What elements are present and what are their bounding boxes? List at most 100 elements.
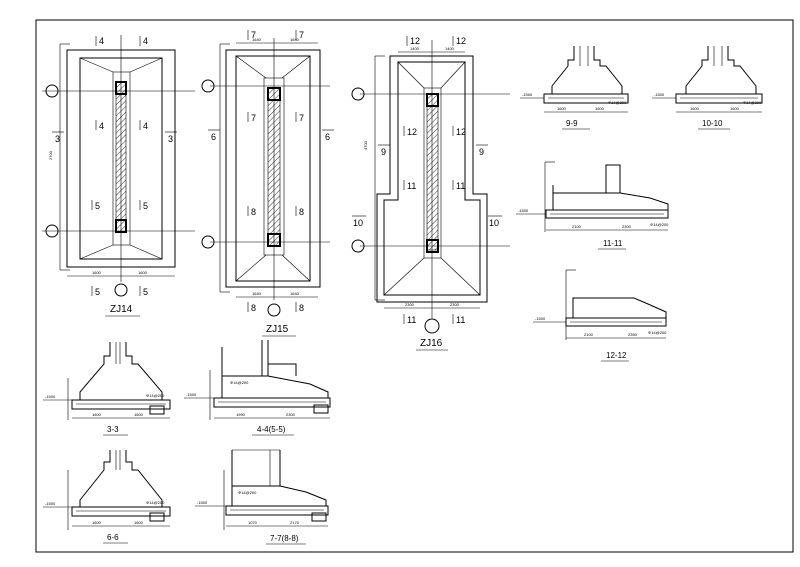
dim-text: 1600 <box>730 106 740 111</box>
cut-label: 12 <box>456 127 466 137</box>
cut-label: 6 <box>211 132 216 142</box>
cut-label: 9 <box>479 147 484 157</box>
dim-text: 1070 <box>248 520 258 525</box>
elevation-text: -1500 <box>45 394 56 399</box>
dim-text: 1600 <box>690 106 700 111</box>
cut-label: 7 <box>251 113 256 123</box>
section-4-4: -1500 Φ14@200 1990 2300 4-4(5-5) <box>184 340 331 436</box>
dim-text: 1990 <box>236 412 246 417</box>
column-hatch <box>426 93 439 251</box>
cut-label: 8 <box>299 303 304 313</box>
section-title: 6-6 <box>107 533 119 542</box>
section-3-3: -1500 Φ14@200 1600 1600 3-3 <box>43 342 171 436</box>
cut-label: 6 <box>325 132 330 142</box>
cut-label: 11 <box>456 181 465 191</box>
dim-text: 1640 <box>252 37 262 42</box>
dim-text: 2350 <box>628 332 638 337</box>
dim-text: 2100 <box>584 332 594 337</box>
axis-bubble <box>45 84 59 98</box>
elevation-text: -1500 <box>518 208 529 213</box>
section-12-12: -1500 Φ14@200 2100 2350 12-12 <box>533 269 667 362</box>
axis-bubble <box>201 79 215 93</box>
section-10-10: -1500 Φ14@200 1600 1600 10-10 <box>652 46 763 130</box>
section-7-7: -1500 Φ14@200 1070 2170 7-7(8-8) <box>195 449 329 545</box>
section-9-9: -1500 Φ14@200 1600 1600 9-9 <box>520 46 629 130</box>
elevation-text: -1500 <box>654 92 665 97</box>
section-title: 11-11 <box>603 239 623 248</box>
dim-text: 1600 <box>595 106 605 111</box>
dim-text: 1600 <box>92 520 102 525</box>
cut-label: 9 <box>381 147 386 157</box>
elevation-text: -1500 <box>197 500 208 505</box>
dim-text: 1600 <box>138 270 148 275</box>
dim-text: 1600 <box>557 106 567 111</box>
cut-label: 7 <box>299 113 304 123</box>
dim-text: 2300 <box>450 302 460 307</box>
cut-label: 7 <box>251 30 256 40</box>
cut-label: 5 <box>95 287 100 297</box>
plan-title: ZJ15 <box>266 324 289 335</box>
rebar-note: Φ14@200 <box>743 100 762 105</box>
cut-label: 3 <box>55 134 60 144</box>
dim-text: 1640 <box>290 37 300 42</box>
cut-label: 4 <box>99 36 104 46</box>
plan-zj16: 4700 1400 1400 12 12 12 12 11 11 11 <box>351 36 510 351</box>
plan-title: ZJ14 <box>110 304 133 315</box>
axis-bubble <box>424 318 440 334</box>
dim-text: 1600 <box>92 412 102 417</box>
axis-bubble <box>351 239 365 253</box>
rebar-note: Φ14@200 <box>608 100 627 105</box>
rebar-note: Φ14@200 <box>146 393 165 398</box>
drawing-frame <box>35 19 794 553</box>
cut-label: 5 <box>143 201 148 211</box>
cut-label: 3 <box>168 134 173 144</box>
cut-label: 11 <box>407 315 416 325</box>
dim-text: 2170 <box>290 520 300 525</box>
cut-label: 5 <box>143 287 148 297</box>
rebar-note: Φ14@200 <box>238 490 257 495</box>
cut-label: 8 <box>299 207 304 217</box>
dim-text: 1600 <box>134 412 144 417</box>
rebar-note: Φ14@200 <box>650 222 669 227</box>
rebar-note: Φ14@200 <box>230 380 249 385</box>
elevation-text: -1500 <box>535 316 546 321</box>
section-title: 9-9 <box>566 119 578 128</box>
axis-bubble <box>114 283 128 297</box>
section-title: 10-10 <box>702 119 723 128</box>
elevation-text: -1500 <box>522 92 533 97</box>
axis-bubble <box>351 87 365 101</box>
cut-label: 11 <box>456 315 465 325</box>
dim-text: 2100 <box>572 224 582 229</box>
rebar-note: Φ14@200 <box>648 330 667 335</box>
section-title: 3-3 <box>107 425 119 434</box>
cut-label: 11 <box>407 181 416 191</box>
dim-text: 1640 <box>252 291 262 296</box>
cut-label: 12 <box>456 36 466 46</box>
dim-text: 1640 <box>290 291 300 296</box>
cut-label: 4 <box>99 121 104 131</box>
cut-label: 5 <box>95 201 100 211</box>
elevation-text: -1500 <box>45 501 56 506</box>
section-title: 12-12 <box>606 351 627 360</box>
elevation-text: -1500 <box>186 392 197 397</box>
dim-text: 1600 <box>134 520 144 525</box>
plan-zj15: 1640 1640 7 7 7 7 8 8 8 8 6 <box>201 30 334 337</box>
dim-text: 2300 <box>622 224 632 229</box>
axis-bubble <box>45 224 59 238</box>
axis-bubble <box>267 303 281 317</box>
dim-text: 1400 <box>445 46 455 51</box>
cut-label: 4 <box>143 36 148 46</box>
dim-text: 1600 <box>92 270 102 275</box>
dim-text: 2300 <box>405 302 415 307</box>
cut-label: 8 <box>251 207 256 217</box>
cut-label: 12 <box>407 127 417 137</box>
cut-label: 4 <box>143 121 148 131</box>
dim-text: 2300 <box>286 412 296 417</box>
plan-title: ZJ16 <box>420 338 443 349</box>
cut-label: 8 <box>251 303 256 313</box>
section-title: 7-7(8-8) <box>270 534 299 543</box>
cut-label: 10 <box>353 218 363 228</box>
cut-label: 10 <box>489 218 499 228</box>
rebar-note: Φ14@200 <box>146 500 165 505</box>
